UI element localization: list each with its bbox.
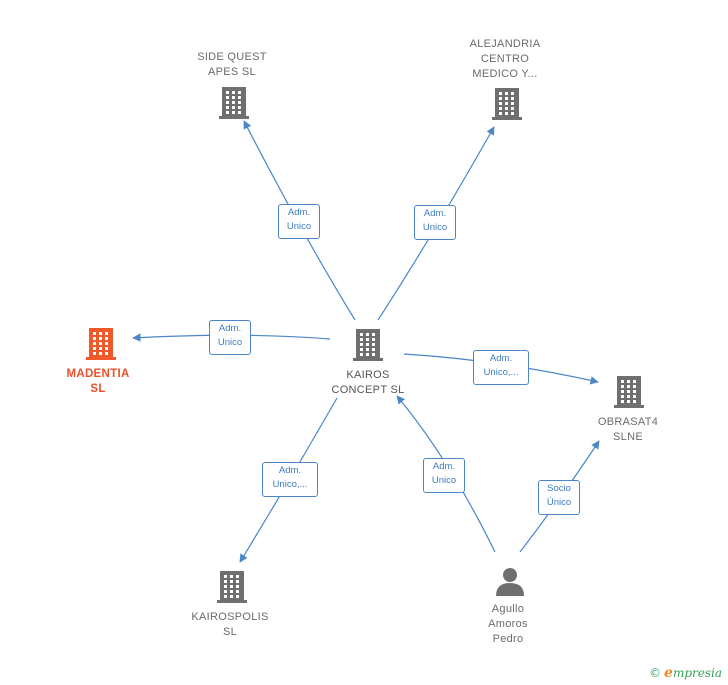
person-icon-agullo[interactable]	[496, 568, 524, 596]
building-icon-side-quest[interactable]	[219, 87, 249, 119]
edge-label-madentia: Adm. Unico	[209, 320, 251, 355]
edge-label-obrasat4: Adm. Unico,...	[473, 350, 529, 385]
building-icon-madentia[interactable]	[86, 328, 116, 360]
node-label-madentia[interactable]: MADENTIA SL	[66, 368, 130, 395]
building-icon-obrasat4[interactable]	[614, 376, 644, 408]
icons-layer	[86, 87, 644, 603]
brand-name: mpresia	[672, 666, 722, 680]
brand-initial: e	[664, 665, 673, 681]
node-label-obrasat4[interactable]: OBRASAT4 SLNE	[597, 416, 659, 443]
node-label-side-quest[interactable]: SIDE QUEST APES SL	[197, 51, 267, 78]
edge-label-alejandria: Adm. Unico	[414, 205, 456, 240]
node-label-kairos[interactable]: KAIROS CONCEPT SL	[331, 369, 405, 396]
building-icon-alejandria[interactable]	[492, 88, 522, 120]
edge-label-side-quest: Adm. Unico	[278, 204, 320, 239]
edge-label-agullo-kairos: Adm. Unico	[423, 458, 465, 493]
building-icon-kairospolis[interactable]	[217, 571, 247, 603]
node-label-kairospolis[interactable]: KAIROSPOLIS SL	[191, 611, 269, 638]
node-label-alejandria[interactable]: ALEJANDRIA CENTRO MEDICO Y...	[469, 38, 541, 80]
node-label-agullo[interactable]: Agullo Amoros Pedro	[488, 603, 528, 645]
edge-label-kairospolis: Adm. Unico,...	[262, 462, 318, 497]
copyright-symbol: ©	[649, 666, 662, 680]
building-icon-kairos[interactable]	[353, 329, 383, 361]
edge-label-agullo-obrasat4: Socio Único	[538, 480, 580, 515]
empresia-logo[interactable]: ©empresia	[649, 665, 722, 681]
